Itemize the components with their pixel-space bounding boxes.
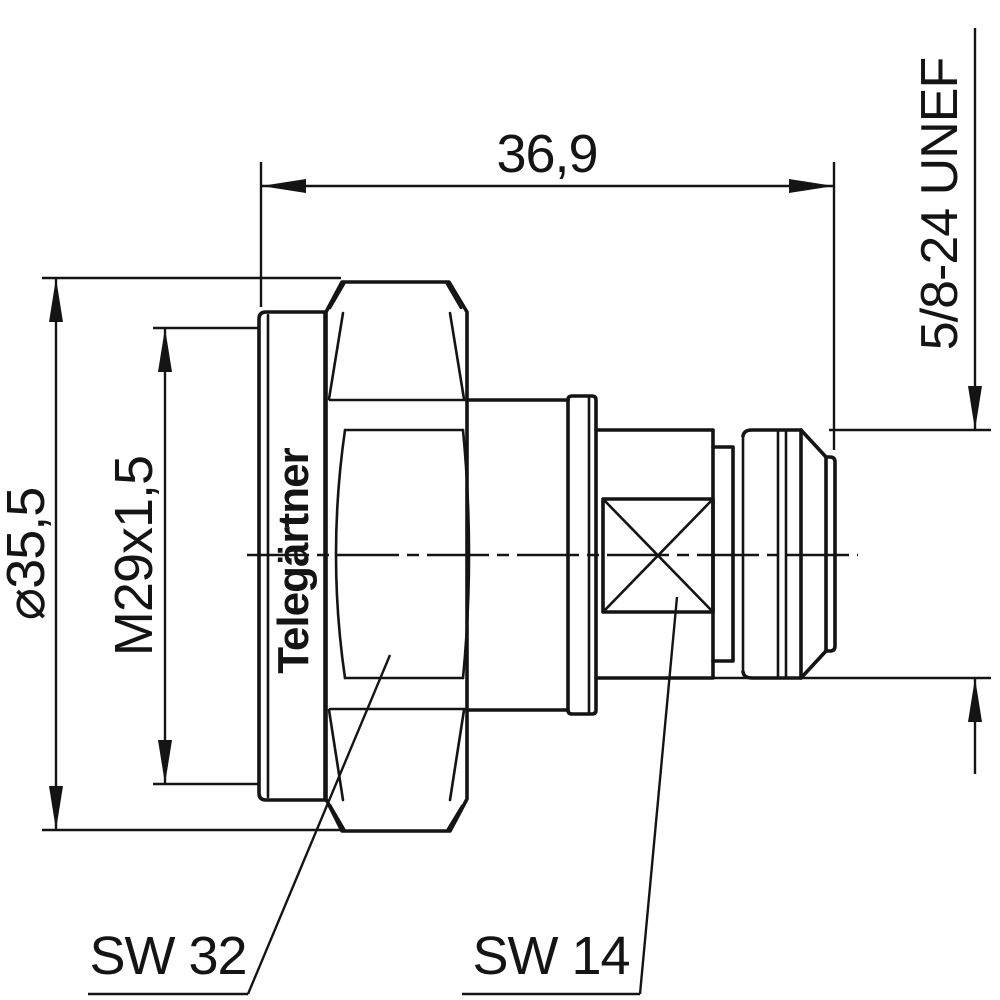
label-text-sw32: SW 32 [89, 926, 246, 986]
arrowhead-up [49, 278, 63, 322]
extension-lines-length [259, 162, 836, 450]
connector-body: Telegärtner [247, 280, 858, 833]
dimension-overall-length: 36,9 [259, 124, 836, 450]
extension-lines-left-thread [153, 326, 258, 786]
dimension-text-diameter: ⌀35,5 [0, 488, 56, 621]
hex-face-lines [328, 398, 467, 711]
arrowhead-up [158, 328, 172, 372]
extension-lines-diameter [42, 276, 341, 832]
nose-chamfer [799, 428, 828, 680]
leader-line-sw32 [246, 654, 392, 995]
dimension-body-diameter: ⌀35,5 [0, 276, 341, 832]
step-disc [566, 394, 598, 716]
dimension-text-right-thread: 5/8-24 UNEF [911, 58, 969, 350]
brand-label: Telegärtner [269, 447, 318, 673]
label-wrench-body: SW 32 [88, 654, 392, 996]
hex-face-arcs [327, 311, 471, 802]
arrowhead-down [49, 786, 63, 830]
arrowhead-down [158, 740, 172, 784]
arrowhead-right [789, 179, 834, 193]
dimension-text-left-thread: M29x1,5 [104, 456, 164, 656]
leader-line-sw14 [638, 596, 679, 995]
neck-left [465, 398, 570, 712]
thread-runout-lines [776, 428, 788, 680]
arrowhead-left [261, 179, 306, 193]
dimension-text-length: 36,9 [496, 124, 597, 184]
hex-corner-facets [328, 282, 464, 831]
hex-body-outline [324, 280, 469, 833]
dimension-left-thread: M29x1,5 [104, 326, 258, 786]
label-text-sw14: SW 14 [472, 926, 629, 986]
dimension-right-thread: 5/8-24 UNEF [714, 28, 991, 774]
label-wrench-coupling: SW 14 [462, 596, 679, 996]
flange-outline [257, 310, 327, 802]
arrowhead-down [968, 386, 982, 430]
